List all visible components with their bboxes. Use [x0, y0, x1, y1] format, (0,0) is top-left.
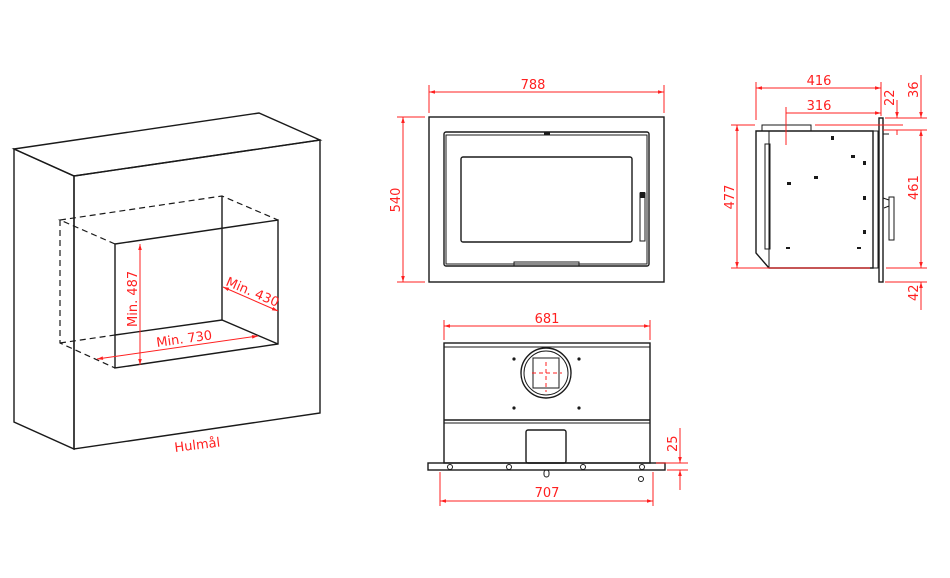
front-outer-frame	[428, 116, 665, 283]
opening-outline	[114, 196, 279, 369]
bottom-overhang-label: 42	[907, 284, 922, 301]
height-label: 540	[389, 188, 404, 213]
body-height-label: 461	[907, 175, 922, 200]
side-handle	[888, 196, 895, 241]
niche-left-face	[13, 147, 75, 451]
body-width-label: 681	[535, 312, 560, 327]
flange-depth-label: 25	[666, 435, 681, 452]
niche-top-face	[11, 112, 323, 177]
width-dimension	[96, 335, 259, 360]
flange-width-label: 707	[535, 486, 560, 501]
door-handle	[639, 192, 646, 242]
front-view: 788 540	[389, 78, 665, 283]
total-depth-label: 416	[807, 74, 832, 89]
total-height-label: 477	[723, 185, 738, 210]
front-plate	[878, 117, 884, 283]
width-label: Min. 730	[155, 328, 213, 351]
flue-outlet	[520, 347, 572, 399]
top-view: 681 707 25	[427, 312, 688, 506]
opening-hidden-lines	[57, 195, 279, 369]
niche-front-face	[73, 139, 321, 450]
top-body	[443, 342, 651, 464]
top-offset-label: 22	[883, 89, 898, 106]
door-frame	[443, 131, 650, 267]
niche-caption: Hulmål	[174, 435, 221, 455]
side-view: 416 316 477 22 36 461 42	[723, 74, 927, 310]
air-control-box	[525, 429, 567, 464]
depth-label: Min. 430	[223, 275, 281, 311]
glass-window	[460, 156, 633, 243]
width-label: 788	[521, 78, 546, 93]
top-overhang-label: 36	[907, 81, 922, 98]
front-flange	[427, 462, 666, 471]
side-body	[755, 130, 874, 269]
depth-dimension	[222, 286, 279, 312]
height-label: Min. 487	[126, 271, 141, 327]
niche-isometric-view: Min. 487 Min. 730 Min. 430 Hulmål	[11, 112, 323, 456]
body-depth-label: 316	[807, 99, 832, 114]
